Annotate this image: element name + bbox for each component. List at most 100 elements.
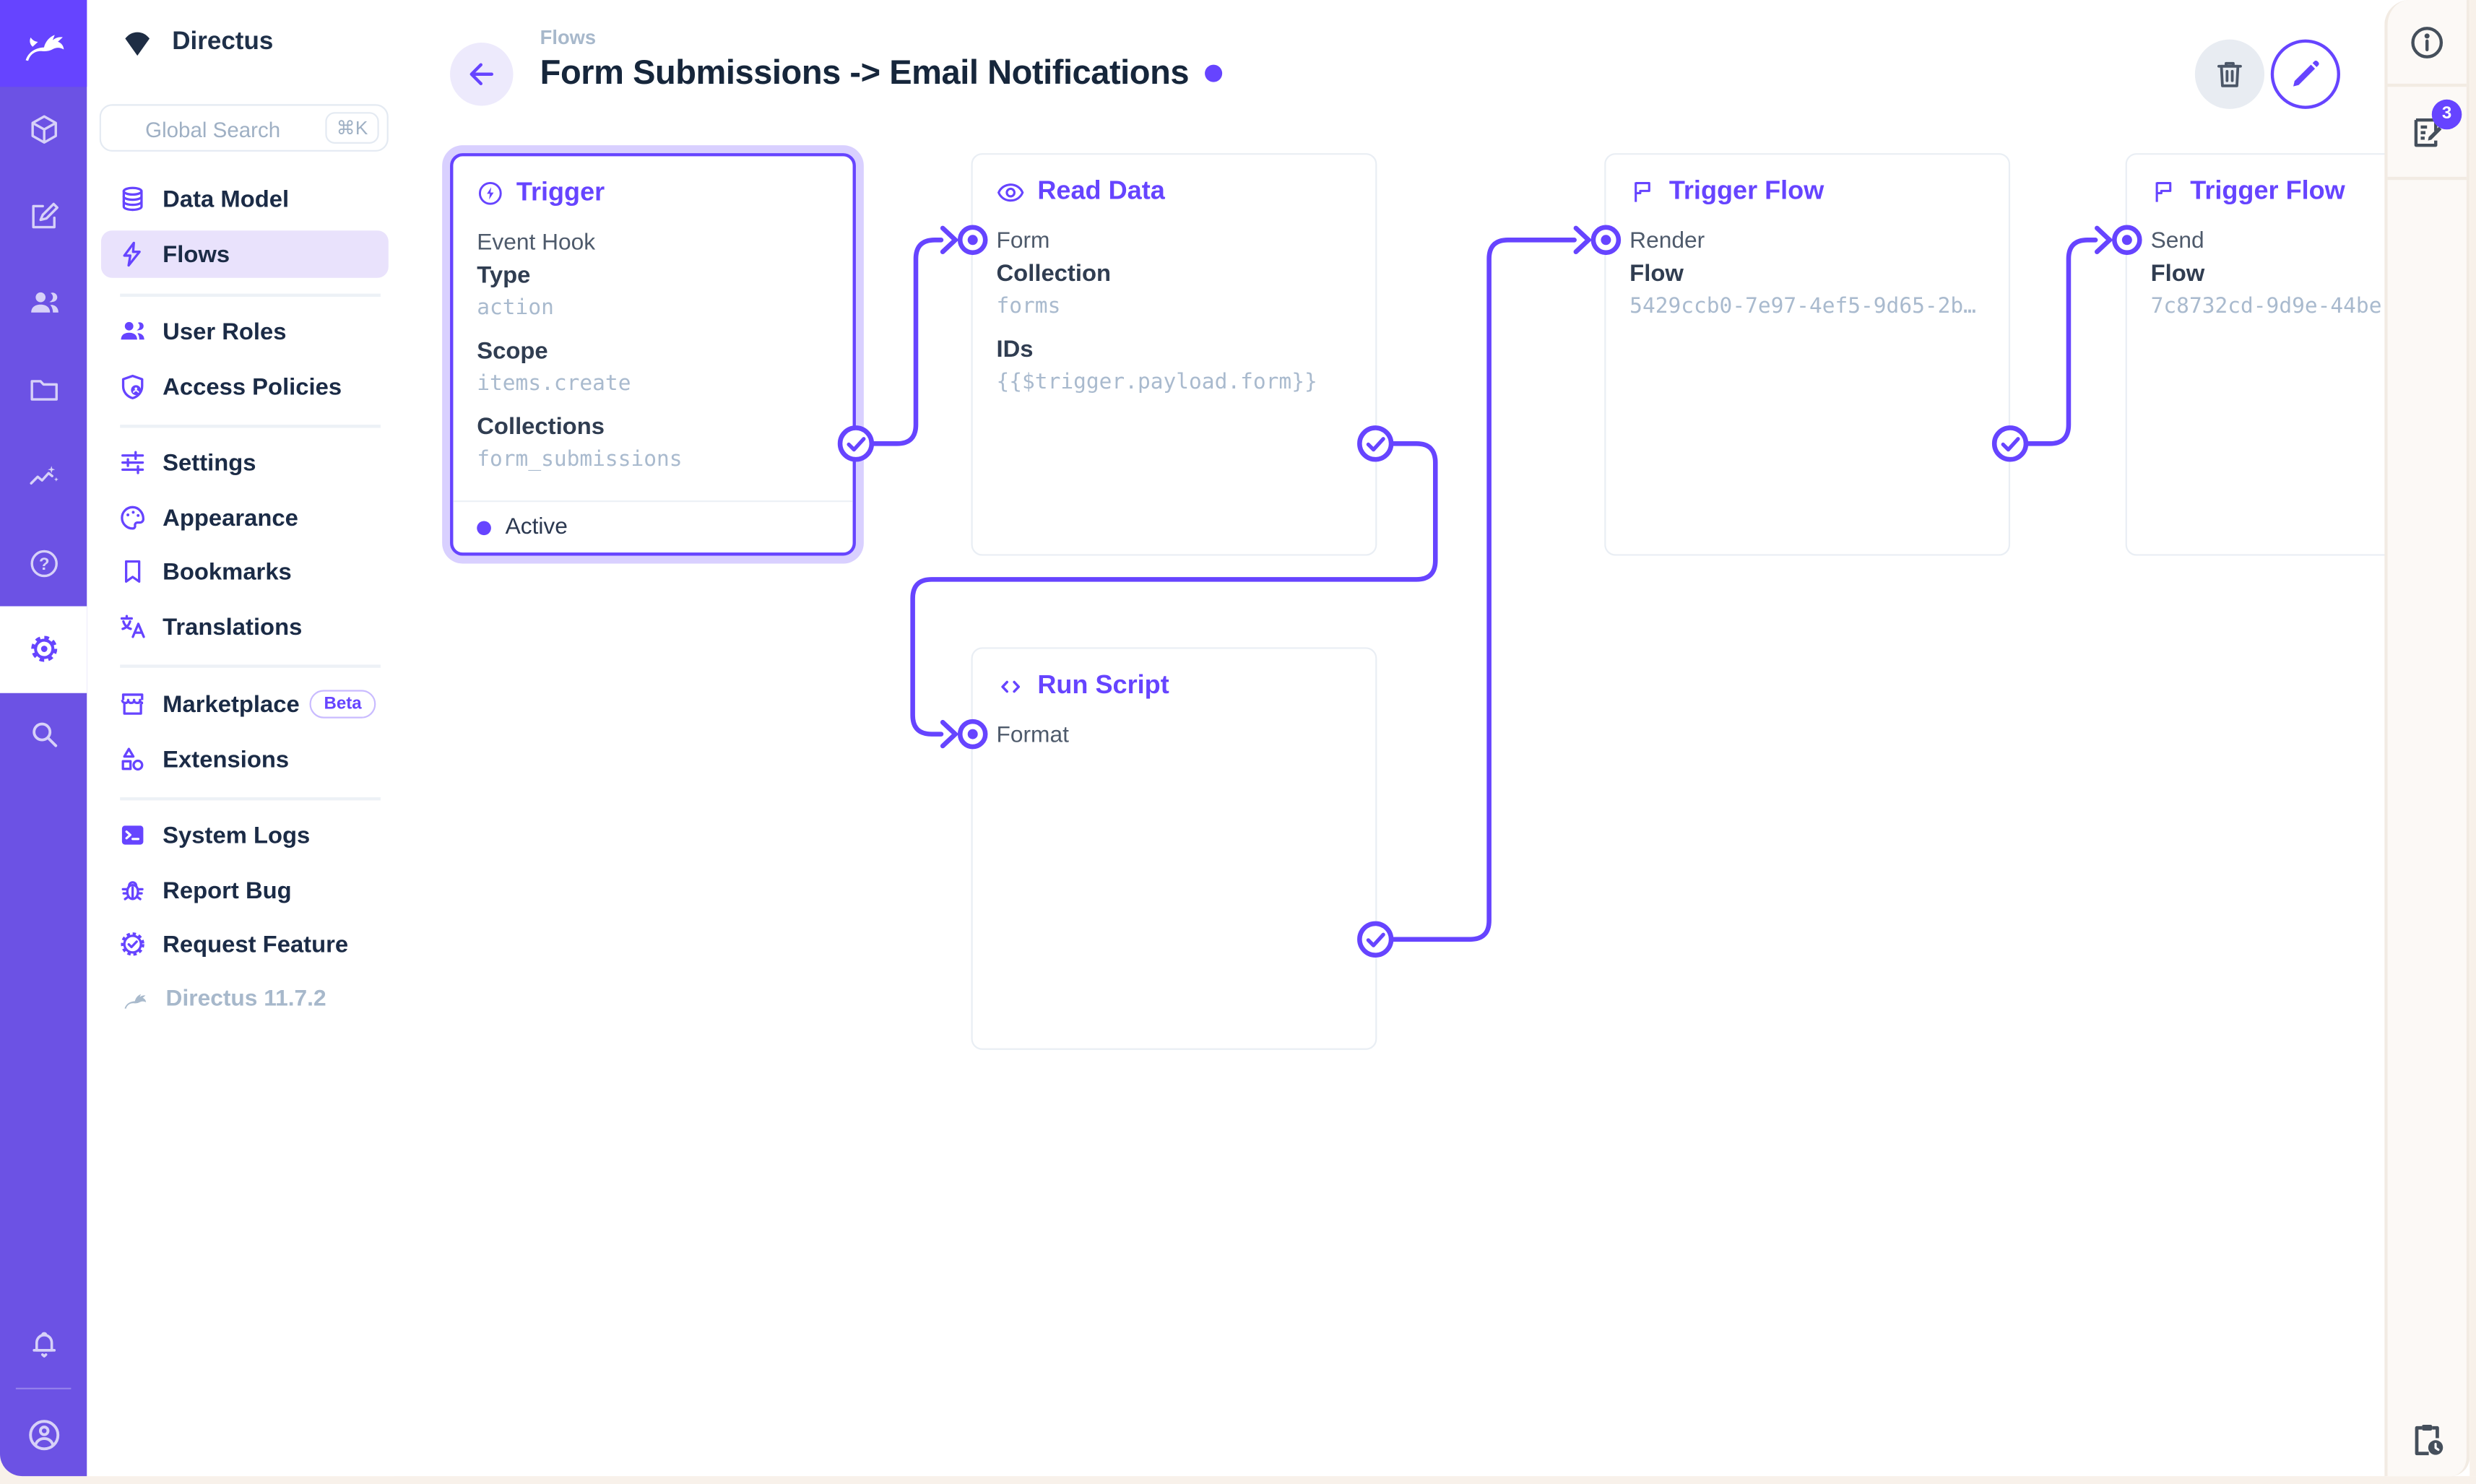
flow-panel-read-data[interactable]: Read Data Form Collection forms IDs {{$t… [971, 153, 1377, 556]
panel-header: Run Script [997, 669, 1352, 703]
seal-check-icon [118, 930, 147, 958]
box-icon [30, 115, 56, 144]
sidebar-item-request-feature[interactable]: Request Feature [101, 921, 389, 968]
panel-title: Run Script [1037, 671, 1169, 700]
panel-field: Flow 7c8732cd-9d9e-44be [2150, 260, 2382, 319]
directus-logo[interactable] [0, 0, 87, 87]
module-content[interactable] [0, 173, 87, 259]
sidebar-item-data-model[interactable]: Data Model [101, 175, 389, 223]
sidebar-item-label: Settings [163, 448, 256, 477]
sidebar-item-label: Marketplace [163, 690, 300, 718]
flow-logs-button[interactable] [2388, 1419, 2467, 1460]
global-search-input[interactable] [142, 107, 322, 152]
status-label: Active [505, 514, 568, 540]
module-help[interactable]: ? [0, 520, 87, 607]
users-icon [30, 292, 58, 313]
module-insights[interactable] [0, 433, 87, 520]
panel-field: Flow 5429ccb0-7e97-4ef5-9d65-2b… [1629, 260, 1976, 319]
extensions-icon [118, 745, 147, 773]
sidebar-item-appearance[interactable]: Appearance [101, 494, 389, 542]
panel-field: Collection forms [996, 260, 1112, 319]
edit-flow-button[interactable] [2270, 39, 2340, 109]
nav-divider [120, 293, 381, 296]
sidebar-item-label: Report Bug [163, 877, 292, 904]
panel-header: Trigger [477, 177, 829, 210]
sidebar-item-label: User Roles [163, 318, 287, 345]
svg-text:?: ? [38, 555, 49, 574]
user-roles-icon [118, 317, 147, 345]
flag-icon [1635, 181, 1650, 202]
shield-user-icon [118, 373, 147, 401]
sidebar-item-settings[interactable]: Settings [101, 439, 389, 487]
module-settings[interactable] [0, 605, 87, 693]
beta-badge: Beta [309, 690, 376, 719]
page-title: Form Submissions -> Email Notifications [540, 53, 1190, 92]
flow-panel-run-script[interactable]: Run Script Format [971, 647, 1377, 1050]
clipboard-clock-icon [2415, 1424, 2443, 1456]
panel-header: Trigger Flow [2151, 175, 2476, 209]
global-search[interactable]: ⌘K [99, 104, 389, 152]
panel-title: Trigger [516, 178, 605, 207]
sidebar-item-access-policies[interactable]: Access Policies [101, 363, 389, 411]
sidebar-item-report-bug[interactable]: Report Bug [101, 867, 389, 914]
notification-badge: 3 [2431, 98, 2462, 129]
project-header[interactable]: Directus [118, 19, 273, 66]
back-button[interactable] [450, 43, 514, 106]
status-dot [477, 520, 491, 535]
sidebar-item-marketplace[interactable]: Marketplace Beta [101, 680, 389, 728]
panel-title: Trigger Flow [2190, 176, 2345, 206]
module-data-model[interactable] [0, 86, 87, 173]
sidebar-item-user-roles[interactable]: User Roles [101, 308, 389, 355]
page-edge [2469, 0, 2476, 1477]
panel-field: Scope items.create [477, 337, 631, 396]
sidebar-item-extensions[interactable]: Extensions [101, 736, 389, 784]
sidebar-item-flows[interactable]: Flows [100, 230, 389, 278]
sidebar-item-label: Request Feature [163, 930, 349, 958]
flow-panel-trigger-flow-render[interactable]: Trigger Flow Render Flow 5429ccb0-7e97-4… [1604, 153, 2011, 556]
bolt-circle-icon [478, 181, 502, 205]
project-name: Directus [172, 28, 274, 56]
tune-icon [118, 448, 147, 477]
module-users[interactable] [0, 260, 87, 347]
project-icon [125, 32, 150, 56]
notifications-button[interactable] [0, 1303, 87, 1390]
breadcrumb[interactable]: Flows [540, 27, 597, 49]
module-files[interactable] [0, 347, 87, 433]
revisions-button[interactable]: 3 [2387, 87, 2467, 181]
rabbit-logo-icon [25, 34, 64, 61]
navigation-sidebar: Directus ⌘K Data Model [87, 0, 395, 1477]
sidebar-item-label: Data Model [163, 185, 290, 213]
terminal-icon [118, 821, 147, 849]
insights-icon [29, 466, 58, 485]
sidebar-item-bookmarks[interactable]: Bookmarks [101, 548, 389, 596]
translate-icon [118, 612, 147, 641]
version-label: Directus 11.7.2 [165, 986, 326, 1012]
nav-divider [120, 425, 381, 428]
code-icon [1001, 680, 1021, 693]
module-search[interactable] [0, 690, 87, 777]
folder-icon [30, 380, 57, 401]
sidebar-item-label: System Logs [163, 821, 311, 849]
panel-field: Collections form_submissions [477, 413, 683, 472]
gear-icon [30, 635, 57, 662]
sidebar-item-translations[interactable]: Translations [101, 603, 389, 651]
trash-icon [2217, 61, 2242, 87]
user-menu-button[interactable] [0, 1391, 87, 1478]
info-button[interactable] [2387, 0, 2467, 87]
edit-icon [31, 202, 58, 229]
unsaved-indicator-dot [1204, 64, 1222, 82]
sidebar-item-label: Appearance [163, 504, 298, 531]
sidebar-item-label: Translations [163, 613, 303, 641]
panel-subtitle: Event Hook [477, 230, 596, 256]
panel-input-label: Form [996, 229, 1050, 254]
info-icon [2411, 26, 2443, 58]
flow-panel-trigger[interactable]: Trigger Event Hook Type action Scope ite… [450, 153, 856, 556]
delete-flow-button[interactable] [2194, 39, 2265, 109]
sidebar-item-label: Flows [163, 240, 230, 268]
storefront-icon [118, 690, 147, 718]
sidebar-item-system-logs[interactable]: System Logs [101, 812, 389, 859]
search-shortcut-badge: ⌘K [325, 111, 379, 143]
database-icon [118, 185, 147, 213]
rail-divider [15, 1387, 72, 1389]
search-icon [32, 722, 57, 747]
